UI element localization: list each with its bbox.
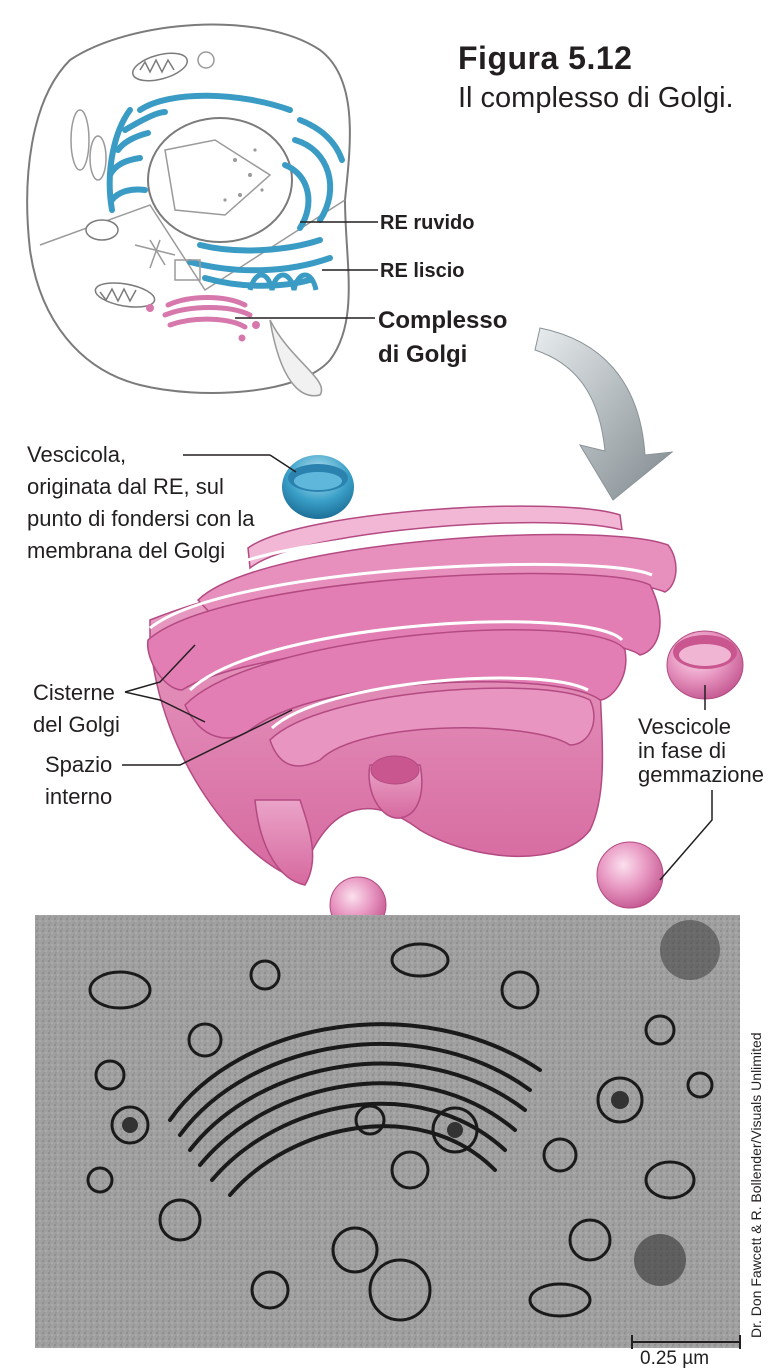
mitochondria [85, 52, 188, 308]
er-vesicle [282, 455, 354, 519]
budding-vesicle [596, 841, 664, 909]
label-golgi-line2: di Golgi [378, 341, 468, 368]
label-re-rough: RE ruvido [380, 212, 475, 234]
rough-er [106, 92, 345, 289]
smooth-er [247, 272, 319, 291]
golgi-3d-illustration [147, 455, 744, 934]
cell-overview-illustration [26, 23, 351, 397]
label-spazio-line1: Spazio [45, 752, 113, 777]
zoom-arrow-icon [534, 327, 674, 501]
label-budding-line3: gemmazione [638, 762, 764, 787]
label-cisterne-line1: Cisterne [33, 680, 115, 705]
electron-micrograph [35, 915, 740, 1348]
cell-cutaway-fold [269, 319, 323, 397]
label-cisterne-line2: del Golgi [33, 712, 120, 737]
label-vesicle-line4: membrana del Golgi [27, 538, 226, 563]
label-vesicle-line3: punto di fondersi con la [27, 506, 255, 531]
figure-number: Figura 5.12 [458, 40, 633, 76]
label-vesicle-line2: originata dal RE, sul [27, 474, 224, 499]
figure-caption: Il complesso di Golgi. [458, 82, 734, 114]
label-spazio-line2: interno [45, 784, 113, 809]
label-vesicle-line1: Vescicola, [27, 442, 127, 467]
golgi-leader-lines [122, 454, 713, 881]
cell-leader-lines [235, 221, 378, 319]
label-budding-line1: Vescicole [638, 714, 731, 739]
label-budding-line2: in fase di [638, 738, 727, 763]
budding-vesicle-open [666, 630, 744, 700]
scale-bar-label: 0.25 µm [640, 1348, 710, 1369]
label-golgi-line1: Complesso [378, 307, 508, 334]
cell-golgi [162, 295, 253, 330]
label-re-smooth: RE liscio [380, 260, 465, 282]
micrograph-credit: Dr. Don Fawcett & R. Bollender/Visuals U… [748, 1032, 764, 1338]
